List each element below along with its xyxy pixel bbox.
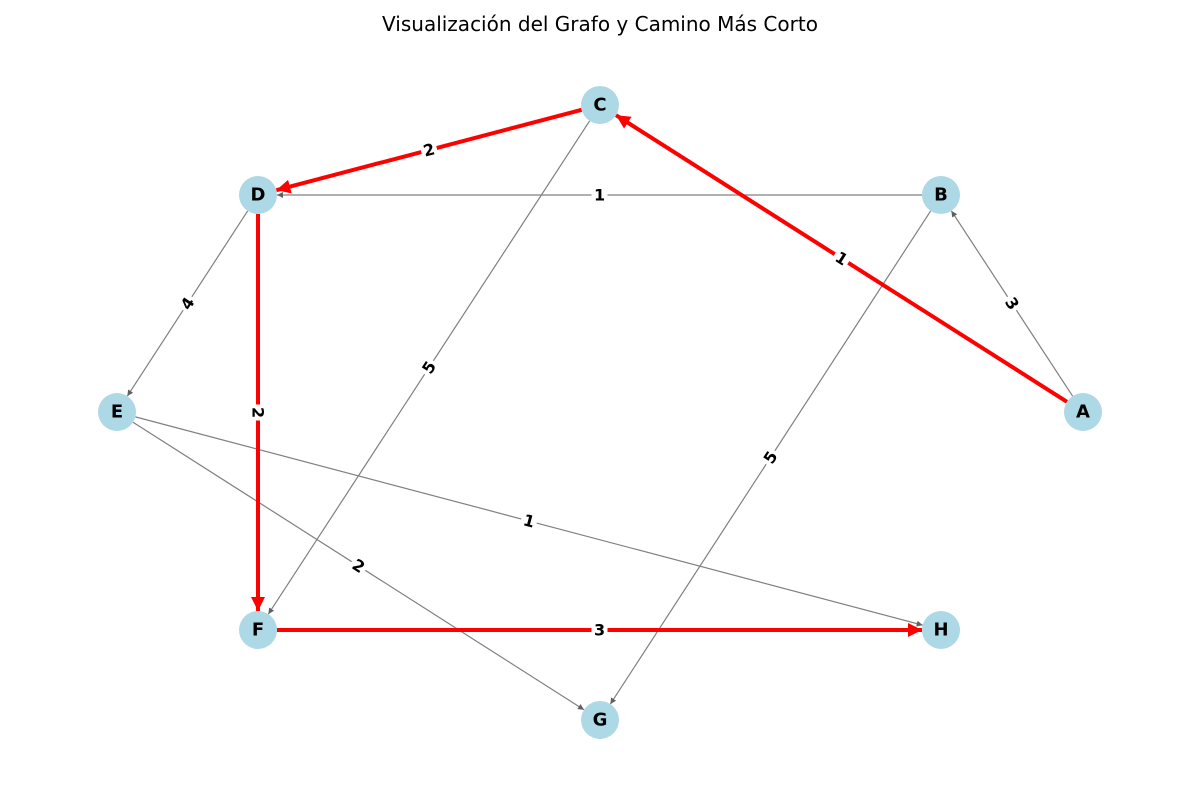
node-label: A — [1076, 402, 1090, 423]
edge-weight-A-C: 1 — [829, 245, 854, 272]
edge-weight-E-G: 2 — [346, 553, 371, 579]
edge-weight-bg — [999, 291, 1025, 316]
node-A: A — [1064, 393, 1102, 431]
node-circle — [1064, 393, 1102, 431]
node-H: H — [922, 611, 960, 649]
edge-weight-bg — [518, 509, 540, 533]
node-circle — [239, 611, 277, 649]
node-circle — [581, 701, 619, 739]
node-circle — [922, 176, 960, 214]
edge-weight-B-D: 1 — [591, 185, 608, 205]
edge-weight-bg — [591, 185, 608, 205]
node-circle — [239, 176, 277, 214]
edge-weight-E-H: 1 — [518, 509, 540, 533]
nodes-layer: A B C D E F G H — [98, 86, 1102, 739]
edge-weight-bg — [174, 291, 201, 316]
node-label: E — [111, 402, 123, 423]
node-E: E — [98, 393, 136, 431]
diagram-title: Visualización del Grafo y Camino Más Cor… — [382, 12, 818, 36]
node-G: G — [581, 701, 619, 739]
node-circle — [581, 86, 619, 124]
node-label: B — [934, 185, 948, 206]
edge-weight-text: 3 — [594, 621, 605, 640]
edge-weight-text: 2 — [249, 407, 268, 418]
node-D: D — [239, 176, 277, 214]
node-F: F — [239, 611, 277, 649]
node-label: H — [933, 620, 948, 641]
edge-weight-A-B: 3 — [999, 291, 1025, 316]
edge-weight-bg — [416, 355, 442, 380]
edge-weight-D-F: 2 — [248, 404, 268, 421]
edge-weight-bg — [418, 138, 440, 162]
edge-weight-bg — [591, 620, 608, 640]
edge-weight-bg — [346, 553, 371, 579]
edge-weight-D-E: 4 — [174, 291, 201, 316]
edge-weight-F-H: 3 — [591, 620, 608, 640]
edge-weight-bg — [829, 245, 854, 272]
edge-weight-B-G: 5 — [757, 445, 784, 470]
node-label: C — [593, 95, 606, 116]
edge-weight-text: 1 — [594, 186, 605, 205]
node-label: F — [252, 620, 264, 641]
edge-weight-text: 2 — [421, 139, 437, 160]
edge-labels-layer: 3 1 5 5 4 1 2 1 2 2 3 — [174, 138, 1025, 640]
node-C: C — [581, 86, 619, 124]
node-circle — [98, 393, 136, 431]
edge-weight-C-F: 5 — [416, 355, 442, 380]
node-circle — [922, 611, 960, 649]
node-B: B — [922, 176, 960, 214]
node-label: G — [593, 710, 608, 731]
edge-weight-bg — [757, 445, 784, 470]
edge-weight-text: 1 — [521, 510, 537, 531]
node-label: D — [251, 185, 266, 206]
edge-weight-C-D: 2 — [418, 138, 440, 162]
edge-weight-bg — [248, 404, 268, 421]
